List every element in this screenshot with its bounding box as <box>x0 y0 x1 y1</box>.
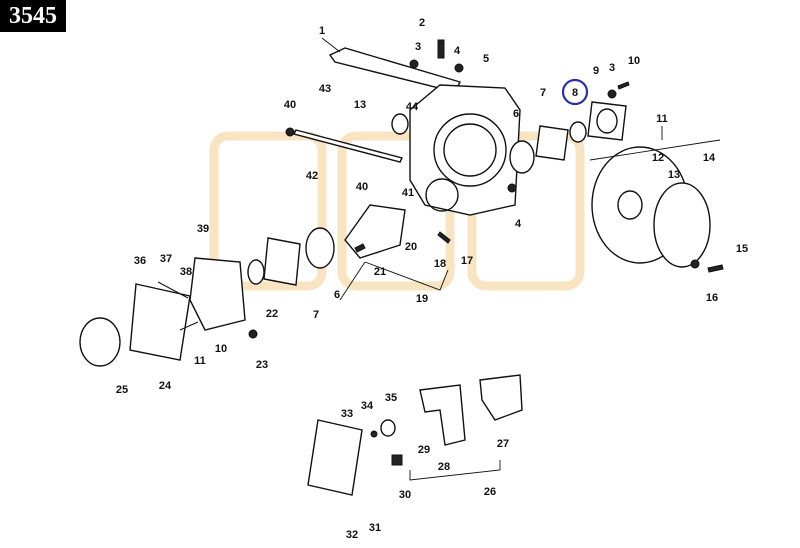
callout: 42 <box>306 170 318 182</box>
callout: 1 <box>319 25 325 37</box>
callout: 32 <box>346 529 358 541</box>
callout: 10 <box>628 55 640 67</box>
callout: 20 <box>405 241 417 253</box>
callout: 11 <box>194 355 206 367</box>
callout: 7 <box>313 309 319 321</box>
callout: 9 <box>593 65 599 77</box>
callout: 5 <box>483 53 489 65</box>
callout: 15 <box>736 243 748 255</box>
part-plug <box>248 329 258 339</box>
part-bolt <box>179 321 199 331</box>
callout: 14 <box>703 152 716 164</box>
callout: 41 <box>402 187 414 199</box>
part-nut <box>454 63 464 73</box>
part-screw <box>617 81 630 90</box>
callout: 6 <box>334 289 340 301</box>
part-washer <box>690 259 700 269</box>
callout: 34 <box>361 400 374 412</box>
callout: 4 <box>515 218 522 230</box>
part-nut <box>507 183 517 193</box>
part-shoe <box>419 384 466 446</box>
callout: 29 <box>418 444 430 456</box>
callout: 6 <box>513 108 519 120</box>
part-knob <box>380 419 396 437</box>
part-bushing <box>391 113 409 135</box>
callout: 3 <box>609 62 615 74</box>
callout: 26 <box>484 486 496 498</box>
callout: 37 <box>160 253 172 265</box>
callout: 11 <box>656 113 668 125</box>
callout: 23 <box>256 359 268 371</box>
callout: 2 <box>419 17 425 29</box>
callout: 33 <box>341 408 353 420</box>
callout: 44 <box>406 101 419 113</box>
callout: 30 <box>399 489 411 501</box>
callout: 19 <box>416 293 428 305</box>
part-coupling <box>79 317 121 367</box>
callout: 36 <box>134 255 146 267</box>
callout: 18 <box>434 258 446 270</box>
callout: 13 <box>354 99 366 111</box>
part-transmission-housing <box>409 84 521 216</box>
part-washer <box>409 59 419 69</box>
callout: 43 <box>319 83 331 95</box>
callout: 27 <box>497 438 509 450</box>
callout: 4 <box>454 45 461 57</box>
part-washer <box>370 430 378 438</box>
part-pinion-shaft <box>344 204 406 259</box>
part-cover-gasket <box>129 283 191 361</box>
callout: 17 <box>461 255 473 267</box>
callout: 12 <box>652 152 664 164</box>
part-bolt <box>157 281 189 299</box>
part-gasket <box>535 125 569 161</box>
callout: 38 <box>180 266 192 278</box>
callout: 13 <box>668 169 680 181</box>
part-bearing <box>509 140 535 174</box>
part-inspection-cover <box>653 182 711 268</box>
callout: 31 <box>369 522 381 534</box>
part-shaft <box>292 129 404 163</box>
callout-highlighted: 8 <box>572 87 578 99</box>
part-key <box>354 243 366 253</box>
callout: 24 <box>159 380 172 392</box>
callout: 7 <box>540 87 546 99</box>
part-bolt <box>707 264 724 273</box>
part-key <box>437 231 451 244</box>
callout: 10 <box>215 343 227 355</box>
callout-labels: 1 2 3 4 5 43 13 44 40 42 40 41 6 7 8 9 3… <box>116 17 748 541</box>
part-spring <box>391 454 403 466</box>
part-end-cover <box>189 257 246 331</box>
callout: 40 <box>356 181 368 193</box>
callout: 40 <box>284 99 296 111</box>
part-lining <box>479 374 523 421</box>
callout: 21 <box>374 266 386 278</box>
callout: 16 <box>706 292 718 304</box>
callout: 28 <box>438 461 450 473</box>
part-access-cover <box>307 419 363 496</box>
callout: 39 <box>197 223 209 235</box>
part-nut <box>285 127 295 137</box>
part-bolt <box>437 39 445 59</box>
part-bearing <box>305 227 335 269</box>
callout: 3 <box>415 41 421 53</box>
callout: 25 <box>116 384 128 396</box>
figure-number-badge: 3545 <box>0 0 66 32</box>
callout: 22 <box>266 308 278 320</box>
part-oil-seal <box>247 259 265 285</box>
callout: 35 <box>385 392 397 404</box>
highlight-circle <box>561 78 589 106</box>
part-oil-seal <box>569 121 587 143</box>
part-lockwasher <box>607 89 617 99</box>
part-bearing-cover <box>587 101 627 141</box>
part-gasket <box>263 237 301 286</box>
